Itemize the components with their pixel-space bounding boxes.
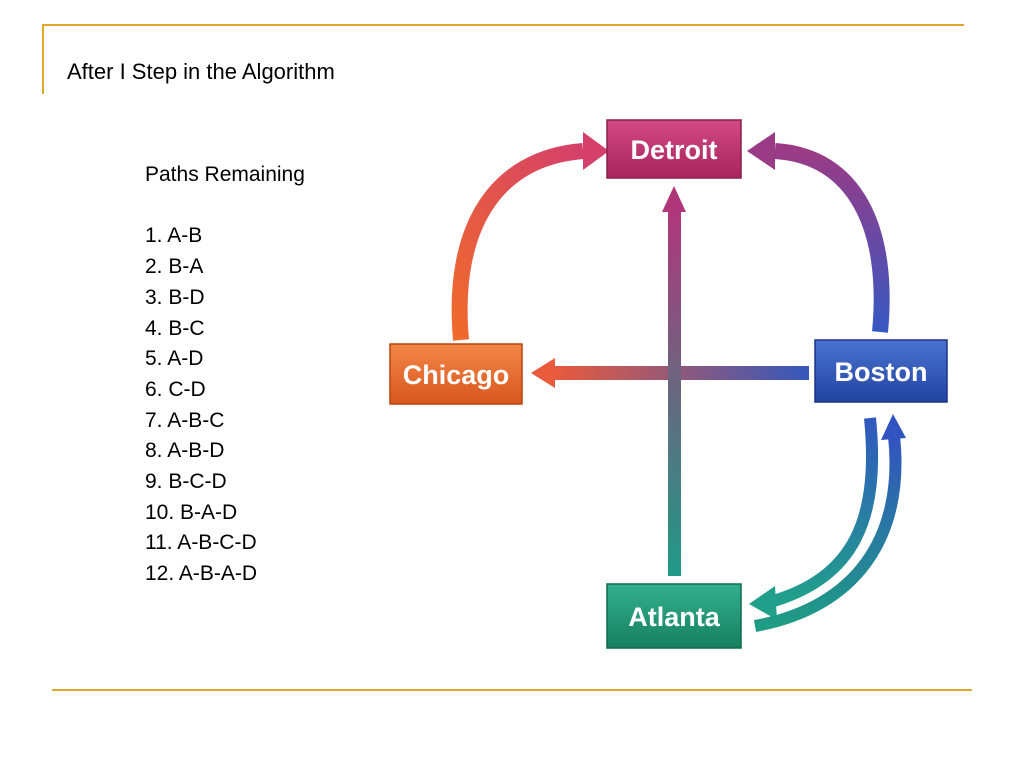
path-list: 1. A-B 2. B-A 3. B-D 4. B-C 5. A-D 6. C-… xyxy=(145,221,305,589)
path-item: 5. A-D xyxy=(145,347,204,371)
node-atlanta-label: Atlanta xyxy=(628,602,720,632)
path-item: 12. A-B-A-D xyxy=(145,562,258,586)
node-chicago: Chicago xyxy=(389,343,523,405)
edge-boston-detroit xyxy=(747,132,890,333)
node-detroit: Detroit xyxy=(606,119,742,179)
edge-atlanta-detroit xyxy=(662,186,686,576)
path-item: 2. B-A xyxy=(145,255,204,279)
path-item: 7. A-B-C xyxy=(145,408,225,432)
path-item: 4. B-C xyxy=(145,316,205,340)
node-atlanta: Atlanta xyxy=(606,583,742,649)
left-rule xyxy=(42,24,44,94)
path-item: 10. B-A-D xyxy=(145,500,238,524)
node-chicago-label: Chicago xyxy=(403,360,510,390)
edge-boston-atlanta xyxy=(749,417,879,620)
paths-panel: Paths Remaining 1. A-B 2. B-A 3. B-D 4. … xyxy=(145,160,305,590)
path-item: 6. C-D xyxy=(145,377,206,401)
node-boston: Boston xyxy=(814,339,948,403)
slide-title: After I Step in the Algorithm xyxy=(67,59,335,84)
bottom-rule xyxy=(52,689,972,691)
top-rule xyxy=(42,24,964,26)
node-detroit-label: Detroit xyxy=(631,135,718,165)
path-item: 8. A-B-D xyxy=(145,439,225,463)
paths-heading: Paths Remaining xyxy=(145,163,305,186)
node-boston-label: Boston xyxy=(835,357,928,387)
route-graph: Detroit Chicago Boston Atlanta xyxy=(389,119,948,649)
city-route-diagram: Detroit Chicago Boston Atlanta xyxy=(385,118,980,678)
edge-chicago-detroit xyxy=(451,132,609,341)
edge-atlanta-boston xyxy=(753,414,906,632)
path-item: 11. A-B-C-D xyxy=(145,531,257,555)
path-item: 1. A-B xyxy=(145,224,203,248)
path-item: 3. B-D xyxy=(145,285,205,309)
path-item: 9. B-C-D xyxy=(145,470,227,494)
